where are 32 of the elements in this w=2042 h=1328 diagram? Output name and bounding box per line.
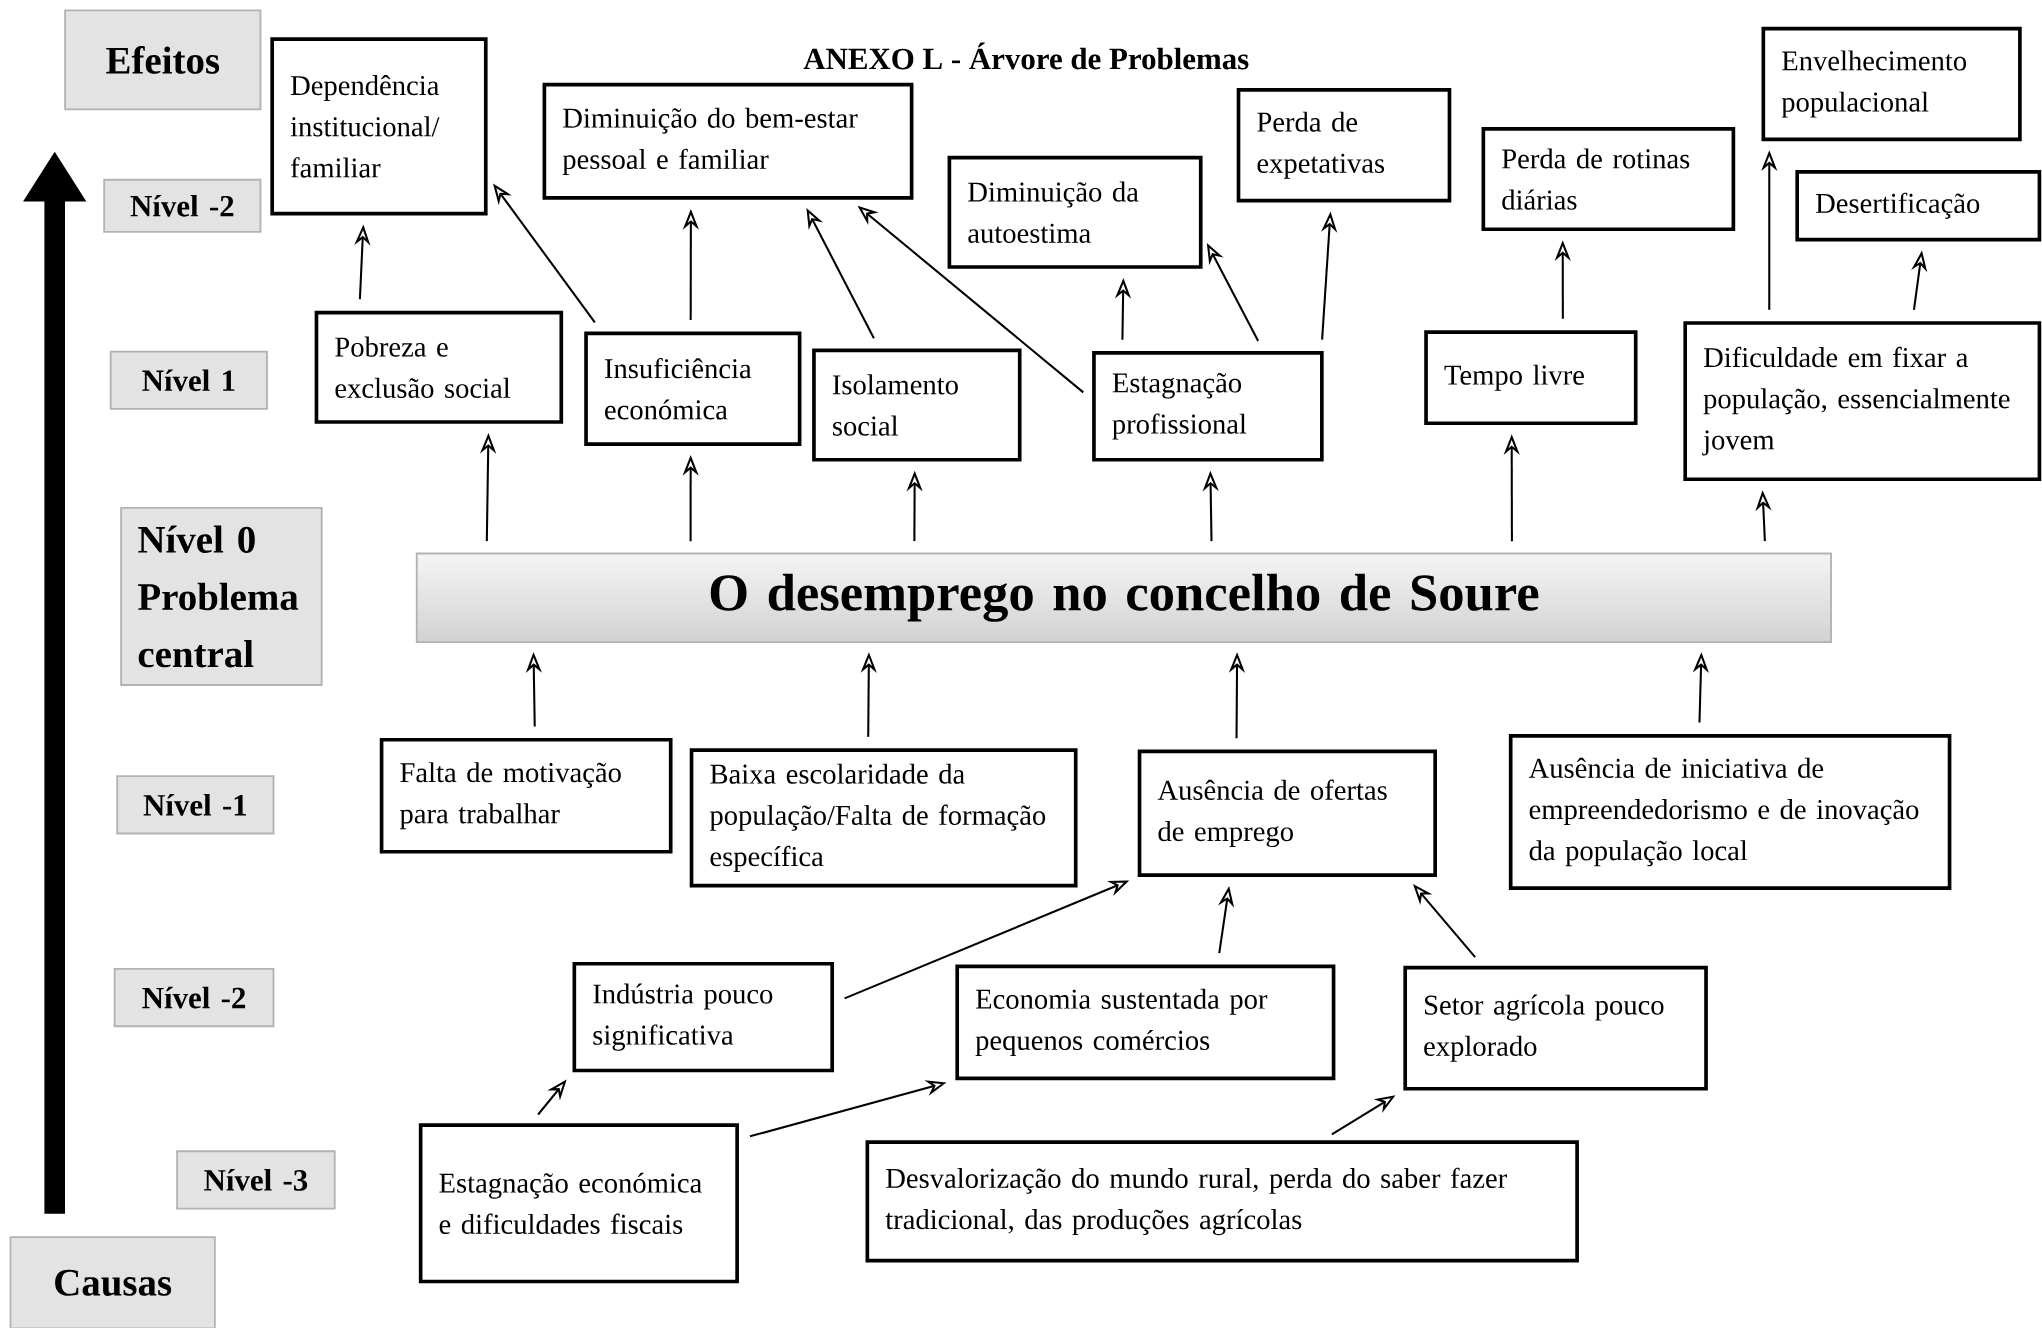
text-box: Estagnação profissional <box>1092 350 1324 462</box>
level-label: Efeitos <box>64 9 262 111</box>
level-label: Nível -2 <box>113 967 275 1027</box>
level-label: Nível -1 <box>116 775 275 835</box>
text-box: Desvalorização do mundo rural, perda do saber fazer tradicional, das produções agrícolas <box>865 1140 1579 1263</box>
level-label: Nível -3 <box>176 1150 336 1210</box>
level-label: Nível 0 Problema central <box>120 506 323 686</box>
text-box: Perda de expetativas <box>1236 87 1452 203</box>
text-box: Falta de motivação para trabalhar <box>379 737 673 854</box>
text-box: Dificuldade em fixar a população, essencialmente jovem <box>1683 320 2042 481</box>
text-box: Desertificação <box>1795 169 2042 242</box>
text-box: Economia sustentada por pequenos comércios <box>955 964 1336 1080</box>
text-box: Diminuição do bem-estar pessoal e familiar <box>542 82 914 200</box>
text-box: Insuficiência económica <box>584 331 802 446</box>
title: ANEXO L - Árvore de Problemas <box>803 42 1249 70</box>
text-box: Indústria pouco significativa <box>572 961 835 1073</box>
text-box: Estagnação económica e dificuldades fiscais <box>418 1123 739 1284</box>
text-box: Baixa escolaridade da população/Falta de formação específica <box>689 748 1078 888</box>
central-problem-box: O desemprego no concelho de Soure <box>415 552 1832 643</box>
text-box: Tempo livre <box>1424 330 1638 425</box>
text-box: Isolamento social <box>812 348 1022 462</box>
text-box: Dependência institucional/ familiar <box>270 37 488 216</box>
text-box: Diminuição da autoestima <box>947 155 1203 269</box>
level-label: Nível -2 <box>103 178 262 233</box>
text-box: Envelhecimento populacional <box>1761 26 2022 141</box>
text-box: Pobreza e exclusão social <box>314 310 564 424</box>
level-label: Causas <box>9 1236 216 1328</box>
text-box: Ausência de ofertas de emprego <box>1137 749 1437 877</box>
level-label: Nível 1 <box>109 350 268 410</box>
text-box: Perda de rotinas diárias <box>1481 126 1736 231</box>
text-box: Setor agrícola pouco explorado <box>1403 965 1708 1091</box>
text-box: Ausência de iniciativa de empreendedorismo e de inovação da população local <box>1508 733 1952 890</box>
